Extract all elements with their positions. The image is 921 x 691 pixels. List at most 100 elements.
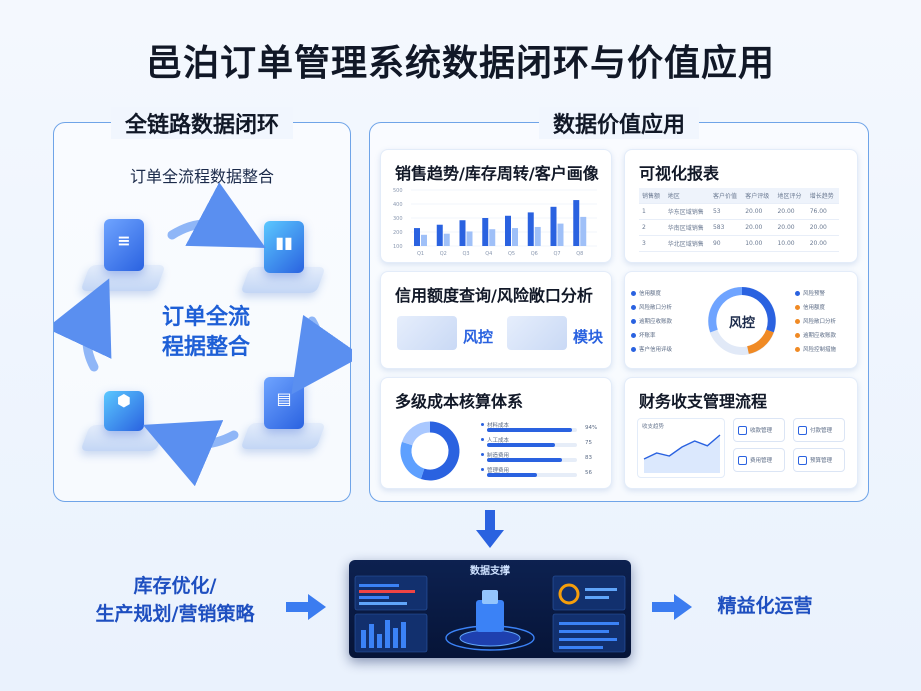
finance-item-label: 付款管理 (810, 428, 833, 434)
donut-slice (401, 421, 431, 446)
sales-bar (459, 220, 466, 246)
cost-bar-label: 材料成本 (487, 423, 510, 429)
table-header: 客户价值 (709, 188, 743, 204)
arrow-bottom (142, 420, 239, 487)
finance-item[interactable]: 付款管理 (793, 418, 845, 442)
optimization-line2: 生产规划/营销策略 (95, 603, 255, 625)
sales-bar (534, 226, 541, 246)
credit-risk-card[interactable]: 信用额度查询/风险敞口分析 风控 模块 (380, 271, 612, 369)
table-cell: 1 (639, 203, 665, 220)
cost-bar-value: 83 (585, 455, 592, 461)
finance-item-label: 收款管理 (750, 428, 773, 434)
risk-list-item: 逾期应收账款 (631, 314, 693, 328)
data-support-title: 数据支撑 (470, 566, 510, 577)
risk-control-card[interactable]: 风控 信用额度风险敞口分析逾期应收账款坏账率客户信用评级 风险预警信用额度风险敞… (624, 271, 858, 369)
table-header: 客户评级 (742, 188, 775, 204)
optimization-label: 库存优化/ 生产规划/营销策略 (70, 572, 280, 628)
risk-ring-orange (746, 329, 774, 354)
dot-icon (795, 318, 800, 324)
cost-bar-row: 制造费用 83 (481, 450, 607, 465)
x-tick-label: Q6 (531, 251, 538, 257)
arrow-right (291, 314, 352, 395)
data-support-dashboard: 数据支撑 (349, 560, 631, 658)
sales-bar (414, 228, 420, 246)
finance-line-chart: 收支趋势 (637, 418, 725, 478)
risk-list-item: 信用额度 (631, 286, 693, 300)
dot-icon (481, 468, 484, 471)
cost-bar-row: 管理费用 56 (481, 465, 607, 480)
table-cell: 华南区域销售 (664, 219, 710, 236)
sales-bar (527, 212, 534, 246)
data-loop-panel: 全链路数据闭环 订单全流程数据整合 订单全流 程据整合 ≡ ▮▮ ▤ ⬢ (53, 107, 352, 502)
arrow-top (167, 182, 266, 248)
risk-list-item: 逾期应收账款 (795, 328, 857, 342)
data-loop-subtitle: 订单全流程数据整合 (129, 167, 274, 186)
cost-bar-track (487, 473, 577, 477)
sales-bar (482, 218, 489, 246)
table-header: 地区评分 (774, 188, 807, 204)
cycle-center-line2: 程据整合 (161, 335, 250, 360)
risk-label-a: 风控 (463, 328, 494, 346)
sales-bar (512, 228, 518, 246)
finance-item-icon (798, 425, 807, 435)
finance-item[interactable]: 费用管理 (733, 448, 785, 472)
sales-bar (573, 200, 580, 246)
finance-item[interactable]: 预算管理 (793, 448, 845, 472)
finance-flow-title: 财务收支管理流程 (639, 392, 768, 411)
dot-icon (631, 290, 636, 296)
risk-list-item: 风险敞口分析 (795, 314, 857, 328)
cost-bar-value: 56 (585, 470, 592, 476)
data-loop-title: 全链路数据闭环 (110, 107, 294, 139)
risk-ring-blue (741, 287, 776, 333)
x-tick-label: Q8 (576, 251, 583, 257)
dot-icon (795, 332, 800, 338)
risk-ring-light (708, 287, 743, 333)
y-tick-label: 300 (393, 216, 403, 222)
sales-bar (550, 206, 557, 246)
sales-trend-title: 销售趋势/库存周转/客户画像 (395, 164, 599, 183)
dot-icon (481, 423, 484, 426)
table-cell: 20.00 (774, 203, 807, 220)
finance-line (643, 434, 721, 460)
dot-icon (795, 290, 800, 296)
dot-icon (481, 438, 484, 441)
x-tick-label: Q3 (463, 251, 470, 257)
y-tick-label: 500 (393, 188, 403, 194)
cost-bar-label: 管理费用 (487, 468, 510, 474)
dot-icon (631, 346, 636, 352)
table-cell: 2 (639, 219, 665, 236)
dot-icon (481, 453, 484, 456)
server-icon: ▮▮ (240, 215, 326, 297)
cycle-arrows (54, 182, 352, 487)
sales-bar (489, 229, 496, 246)
cost-bar-value: 75 (585, 440, 592, 446)
report-title: 可视化报表 (639, 164, 720, 183)
finance-item-icon (738, 455, 747, 465)
finance-flow-card[interactable]: 财务收支管理流程 收支趋势 收款管理 付款管理费用管理 预算管理 (624, 377, 858, 489)
finance-area (644, 435, 720, 473)
table-cell: 20.00 (742, 203, 775, 220)
cost-bar-label: 制造费用 (487, 453, 510, 459)
down-arrow-icon (476, 510, 504, 548)
cost-donut-chart (400, 421, 460, 481)
cost-bar-fill (487, 428, 572, 432)
table-cell: 583 (709, 219, 743, 236)
cost-bar-track (487, 428, 577, 432)
finance-item-label: 费用管理 (750, 458, 773, 464)
finance-item[interactable]: 收款管理 (733, 418, 785, 442)
risk-list-item: 风险敞口分析 (631, 300, 693, 314)
sales-bar (421, 234, 427, 246)
dot-icon (631, 304, 636, 310)
risk-control-diagram (708, 287, 776, 355)
dot-icon (795, 346, 800, 352)
table-cell: 10.00 (742, 235, 775, 252)
